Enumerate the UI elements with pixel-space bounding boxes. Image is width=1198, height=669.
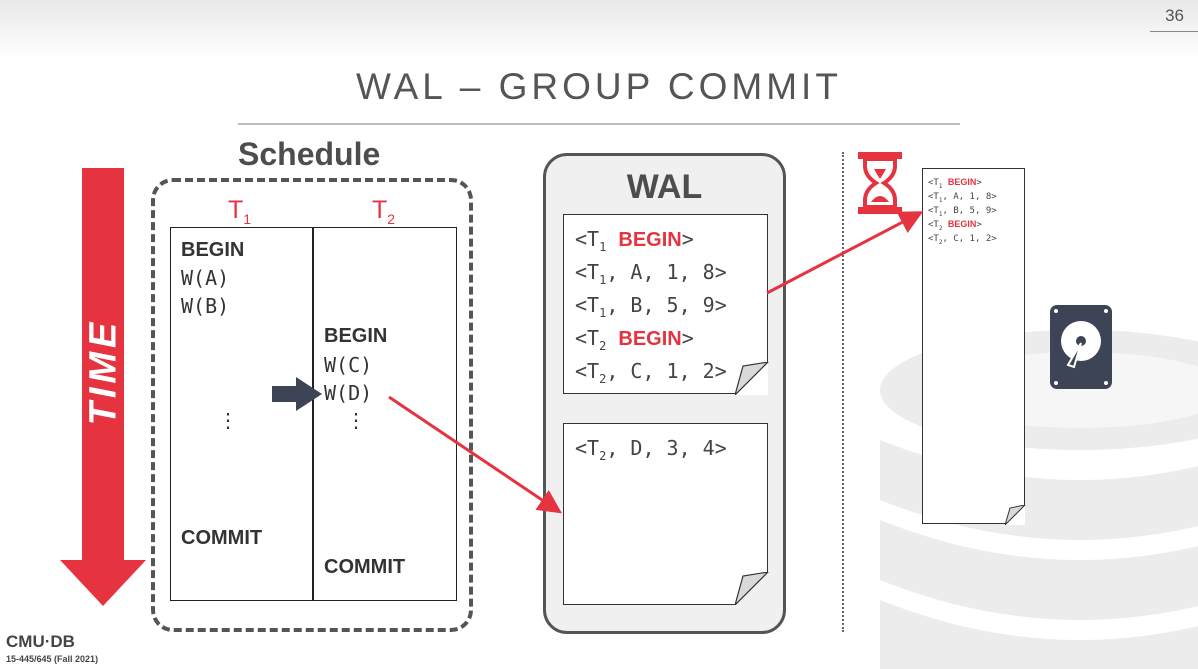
t1-ellipsis: ⋮ bbox=[218, 408, 238, 432]
slide-number: 36 bbox=[1165, 6, 1184, 25]
disk-record: <T1, B, 5, 9> bbox=[928, 205, 997, 218]
disk-record: <T2, C, 1, 2> bbox=[928, 234, 997, 246]
slide-number-underline bbox=[1150, 31, 1198, 32]
wal-record: <T2, C, 1, 2> bbox=[575, 359, 727, 386]
t2-ellipsis: ⋮ bbox=[346, 408, 366, 432]
t2-write-c: W(C) bbox=[324, 353, 373, 377]
t2-begin: BEGIN bbox=[324, 325, 388, 347]
flush-to-disk-arrow bbox=[766, 211, 924, 295]
t1-sub: 1 bbox=[243, 211, 252, 227]
memory-disk-divider bbox=[842, 152, 844, 632]
t2-sub: 2 bbox=[387, 211, 396, 227]
slide-title: WAL – GROUP COMMIT bbox=[356, 66, 842, 107]
title-divider bbox=[238, 123, 960, 125]
t2-name: T bbox=[372, 196, 388, 224]
course-label: 15-445/645 (Fall 2021) bbox=[6, 654, 99, 664]
disk-log-page bbox=[922, 168, 1025, 524]
wal-record: <T2, D, 3, 4> bbox=[575, 436, 727, 463]
disk-record: <T1, A, 1, 8> bbox=[928, 191, 997, 204]
wal-record: <T1, B, 5, 9> bbox=[575, 293, 727, 320]
page-fold-icon bbox=[735, 362, 769, 395]
t1-label: T1 bbox=[228, 196, 251, 227]
page-fold-icon bbox=[735, 572, 769, 605]
t1-name: T bbox=[228, 196, 244, 224]
wal-page-1-lines: <T1 BEGIN> <T1, A, 1, 8> <T1, B, 5, 9> <… bbox=[575, 227, 727, 392]
schedule-table bbox=[170, 227, 457, 601]
disk-record: <T2 BEGIN> bbox=[928, 219, 982, 233]
schedule-heading: Schedule bbox=[238, 136, 381, 172]
disk-log-lines: <T1 BEGIN> <T1, A, 1, 8> <T1, B, 5, 9> <… bbox=[928, 177, 997, 248]
hourglass-icon bbox=[858, 152, 902, 214]
t1-begin: BEGIN bbox=[181, 239, 245, 261]
t1-commit: COMMIT bbox=[181, 527, 263, 549]
wal-heading: WAL bbox=[626, 168, 703, 206]
t2-commit: COMMIT bbox=[324, 556, 406, 578]
hard-disk-icon bbox=[1050, 305, 1112, 389]
schedule-column-divider bbox=[312, 227, 314, 601]
write-to-buffer-arrow bbox=[388, 395, 562, 514]
schedule-box bbox=[151, 178, 473, 632]
t2-label: T2 bbox=[372, 196, 395, 227]
cmu-db-logo: CMU·DB bbox=[6, 632, 75, 651]
wal-page-1 bbox=[563, 214, 768, 394]
current-step-arrow-icon bbox=[272, 377, 322, 411]
t2-write-d: W(D) bbox=[324, 381, 373, 405]
wal-record: <T2 BEGIN> bbox=[575, 326, 694, 353]
page-fold-icon bbox=[1005, 505, 1026, 525]
wal-page-2 bbox=[563, 423, 768, 605]
t1-write-a: W(A) bbox=[181, 266, 230, 290]
wal-record: <T1 BEGIN> bbox=[575, 227, 694, 254]
time-arrow-icon bbox=[60, 168, 146, 606]
t1-write-b: W(B) bbox=[181, 294, 230, 318]
disk-record: <T1 BEGIN> bbox=[928, 177, 982, 190]
wal-record: <T1, A, 1, 8> bbox=[575, 260, 727, 287]
